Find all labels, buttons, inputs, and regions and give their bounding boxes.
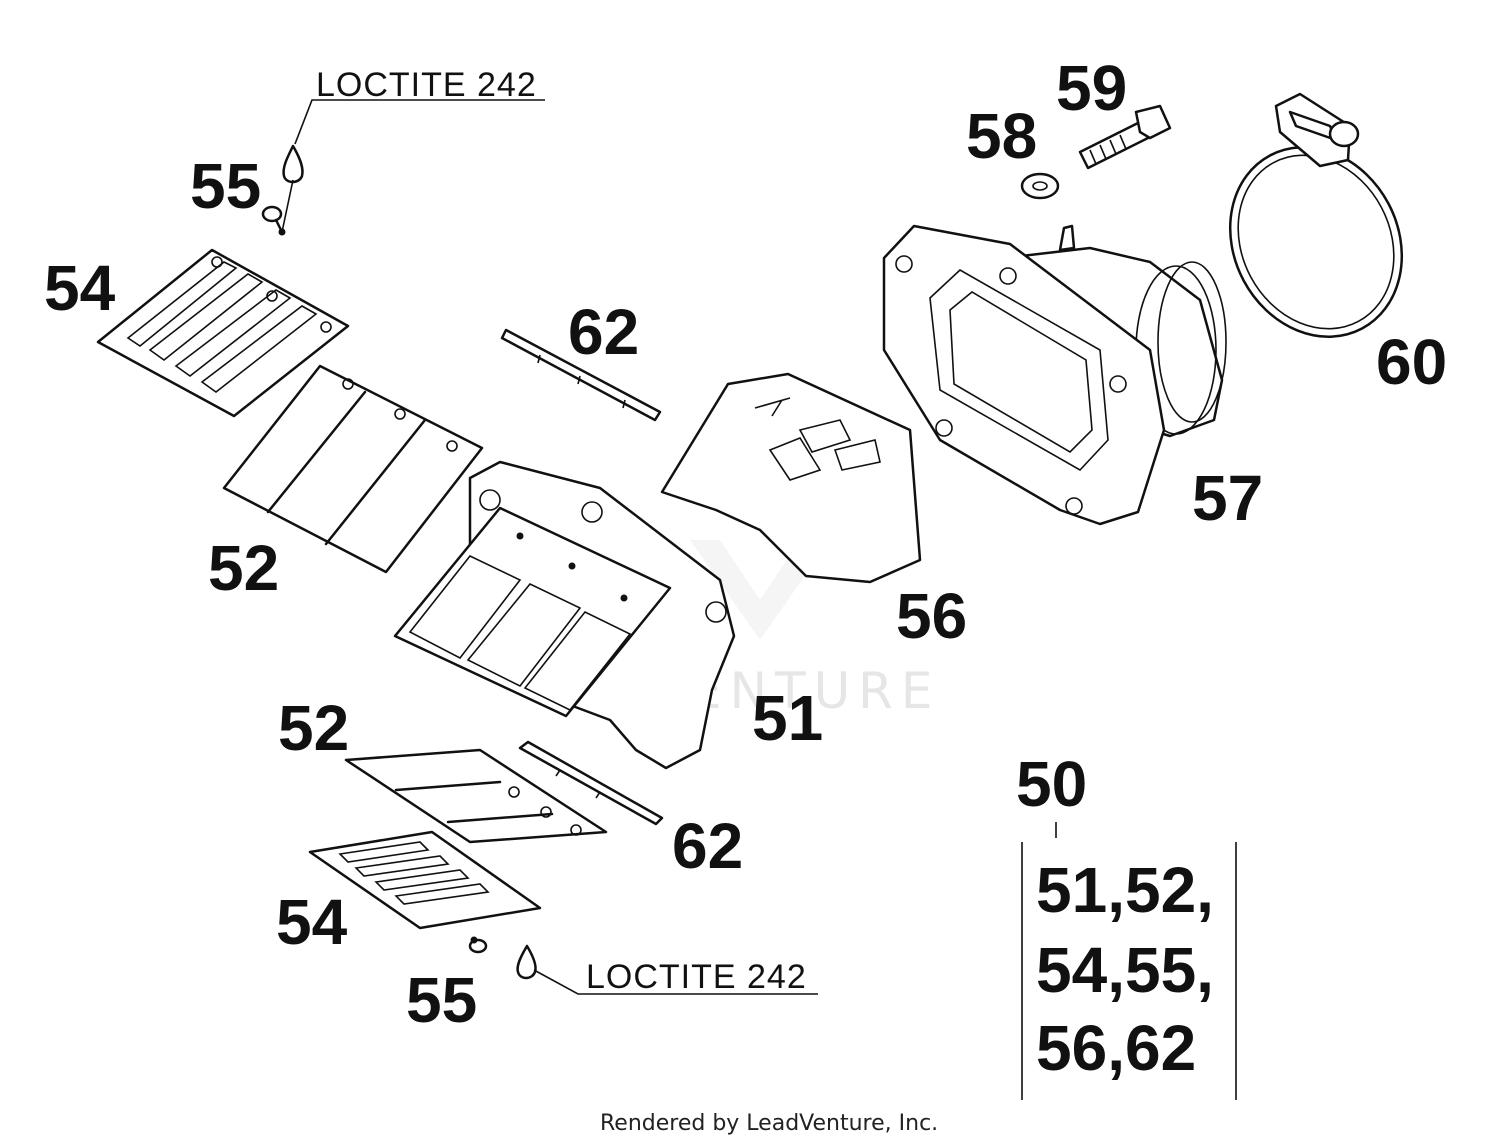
callout-55-top: 55 bbox=[190, 150, 261, 222]
leader-loctite-top bbox=[294, 99, 545, 145]
callout-54-bottom: 54 bbox=[276, 886, 348, 958]
callout-58: 58 bbox=[966, 100, 1037, 172]
callout-62-top: 62 bbox=[568, 296, 639, 368]
callout-50: 50 bbox=[1016, 748, 1087, 820]
washer-58 bbox=[1020, 172, 1060, 200]
kit-line-2: 54,55, bbox=[1036, 934, 1214, 1006]
reed-stopper-54-top bbox=[96, 248, 350, 418]
kit-line-1: 51,52, bbox=[1036, 854, 1214, 926]
reed-petal-52-bottom bbox=[344, 748, 608, 844]
callout-55-bottom: 55 bbox=[406, 964, 477, 1036]
note-loctite-top: LOCTITE 242 bbox=[316, 66, 537, 104]
callout-52-bottom: 52 bbox=[278, 692, 349, 764]
reed-valve-body-51 bbox=[393, 460, 736, 770]
rubber-strip-62-bottom bbox=[518, 740, 664, 826]
loctite-drop-top bbox=[282, 144, 304, 184]
callout-62-bottom: 62 bbox=[672, 810, 743, 882]
rubber-strip-62-top bbox=[500, 328, 662, 422]
callout-51: 51 bbox=[752, 682, 823, 754]
intake-flange-57 bbox=[882, 224, 1227, 526]
callout-57: 57 bbox=[1192, 462, 1263, 534]
callout-56: 56 bbox=[896, 580, 967, 652]
reed-cage-56 bbox=[660, 372, 922, 584]
callout-54-top: 54 bbox=[44, 252, 116, 324]
callout-59: 59 bbox=[1056, 52, 1127, 124]
callout-52-top: 52 bbox=[208, 532, 279, 604]
leader-loctite-bottom bbox=[533, 969, 818, 995]
bolt-59 bbox=[1078, 104, 1172, 170]
loctite-drop-bottom bbox=[516, 944, 537, 980]
reed-petal-52-top bbox=[222, 364, 484, 574]
callout-60: 60 bbox=[1376, 326, 1447, 398]
reed-stopper-54-bottom bbox=[308, 830, 542, 930]
kit-bracket bbox=[1021, 822, 1237, 1100]
note-loctite-bottom: LOCTITE 242 bbox=[586, 958, 807, 996]
hose-clamp-60 bbox=[1228, 92, 1404, 338]
footer-credit: Rendered by LeadVenture, Inc. bbox=[600, 1111, 938, 1136]
kit-line-3: 56,62 bbox=[1036, 1012, 1196, 1084]
screw-55-bottom bbox=[468, 936, 488, 954]
